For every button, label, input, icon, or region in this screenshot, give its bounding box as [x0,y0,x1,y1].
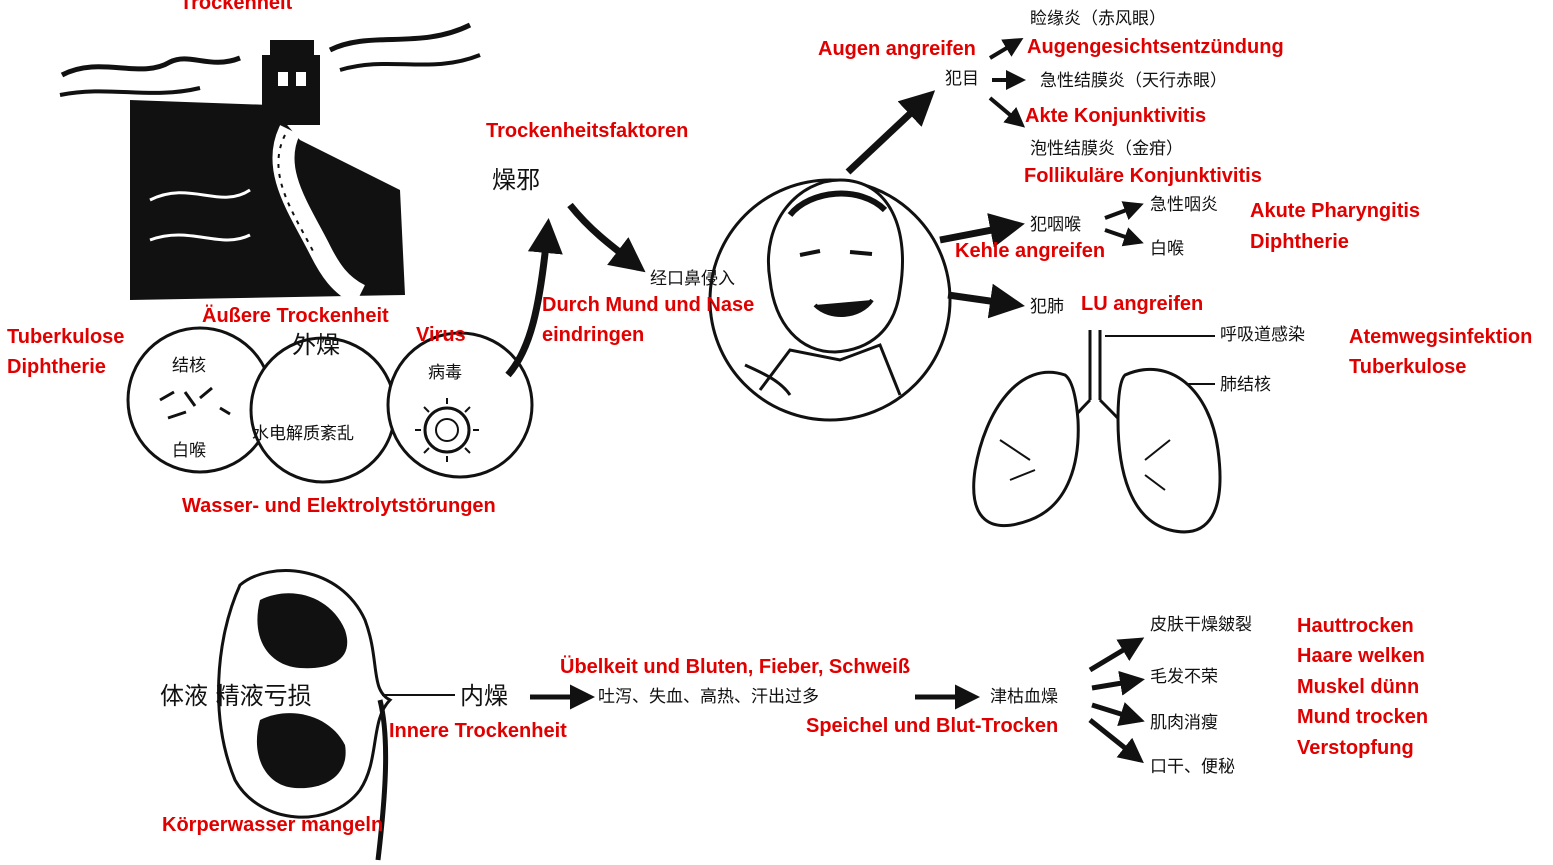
virus-icon [415,398,479,462]
label-tb-2: Diphtherie [7,356,106,378]
arrow-to-lungs [947,283,1025,319]
zh-bingdu: 病毒 [428,363,462,383]
zh-feijiehe: 肺结核 [1220,375,1271,395]
arrow-eye-1 [988,37,1024,60]
label-diphtheria: Diphtherie [1250,231,1349,253]
label-throat-attack: Kehle angreifen [955,240,1106,262]
zh-tuxie: 吐泻、失血、高热、汗出过多 [598,687,819,707]
label-resp-1: Atemwegsinfektion [1349,326,1533,348]
zh-jixing-jiemo: 急性结膜炎（天行赤眼） [1040,71,1227,91]
label-mouth-nose-1: Durch Mund und Nase [542,294,755,316]
zh-fanmu: 犯目 [945,69,979,89]
label-saliva-blood: Speichel und Blut-Trocken [806,715,1059,737]
zh-jirou: 肌肉消瘦 [1150,713,1218,733]
label-eye-face-infl: Augengesichtsentzündung [1027,36,1284,58]
zh-shuidian: 水电解质紊乱 [252,424,354,444]
arrow-sym-4 [1088,718,1144,764]
label-acute-conj: Akte Konjunktivitis [1025,105,1207,127]
zh-pifu: 皮肤干燥皴裂 [1150,615,1252,635]
zh-kougan: 口干、便秘 [1150,757,1235,777]
label-outer-dryness: Äußere Trockenheit [202,305,389,327]
great-wall-illustration [59,22,481,305]
lungs-illustration [972,330,1222,534]
label-inner-dryness: Innere Trockenheit [389,720,567,742]
zh-baihou2: 白喉 [1150,239,1184,259]
label-body-water: Körperwasser mangeln [162,814,384,836]
zh-paoxing: 泡性结膜炎（金疳） [1030,139,1183,159]
arrow-to-throat [939,213,1025,248]
label-symptom-1: Hauttrocken [1297,615,1414,637]
zh-maofa: 毛发不荣 [1150,667,1218,687]
label-water-electrolyte: Wasser- und Elektrolytstörungen [182,495,496,517]
label-acute-phar: Akute Pharyngitis [1250,200,1421,222]
kidney-illustration [217,569,393,861]
arrow-virus-up [505,218,563,378]
man-face-illustration [708,178,952,422]
label-dryness-factors: Trockenheitsfaktoren [486,120,689,142]
label-follicular-conj: Follikuläre Konjunktivitis [1024,165,1262,187]
label-symptom-5: Verstopfung [1297,737,1414,759]
label-mouth-nose-2: eindringen [542,324,645,346]
outer-dryness-circles [126,326,534,484]
arrow-throat-2 [1104,227,1144,247]
label-lu-attack: LU angreifen [1081,293,1204,315]
arrow-to-eyes [845,90,936,175]
zh-waizao: 外燥 [292,331,340,359]
arrow-throat-1 [1104,201,1144,220]
zh-fanfei: 犯肺 [1030,297,1064,317]
label-eyes-attack: Augen angreifen [818,38,976,60]
arrow-to-mouth-nose [567,202,646,273]
arrow-eye-3 [988,96,1026,128]
zh-jingkoubi: 经口鼻侵入 [650,269,735,289]
arrow-sym-3 [1091,702,1145,726]
zh-jianyuan: 睑缘炎（赤风眼） [1030,9,1166,29]
arrow-sym-1 [1088,637,1145,673]
zh-neizao: 内燥 [460,682,508,710]
zh-zaoxie: 燥邪 [492,166,540,194]
zh-jixing-yan: 急性咽炎 [1150,195,1218,215]
label-symptom-4: Mund trocken [1297,706,1429,728]
label-resp-2: Tuberkulose [1349,356,1467,378]
zh-huxidao: 呼吸道感染 [1220,325,1305,345]
label-tb-1: Tuberkulose [7,326,125,348]
zh-tiye: 体液 精液亏损 [160,682,312,710]
label-symptom-2: Haare welken [1297,645,1425,667]
zh-baihou: 白喉 [172,441,206,461]
label-nausea: Übelkeit und Bluten, Fieber, Schweiß [560,656,911,678]
label-virus: Virus [416,324,466,346]
zh-fanyanhou: 犯咽喉 [1030,215,1081,235]
zh-jiehe: 结核 [172,356,206,376]
label-symptom-3: Muskel dünn [1297,676,1420,698]
label-dryness-top: Trockenheit [180,0,293,14]
arrow-sym-2 [1091,670,1145,696]
zh-jinku: 津枯血燥 [990,687,1058,707]
